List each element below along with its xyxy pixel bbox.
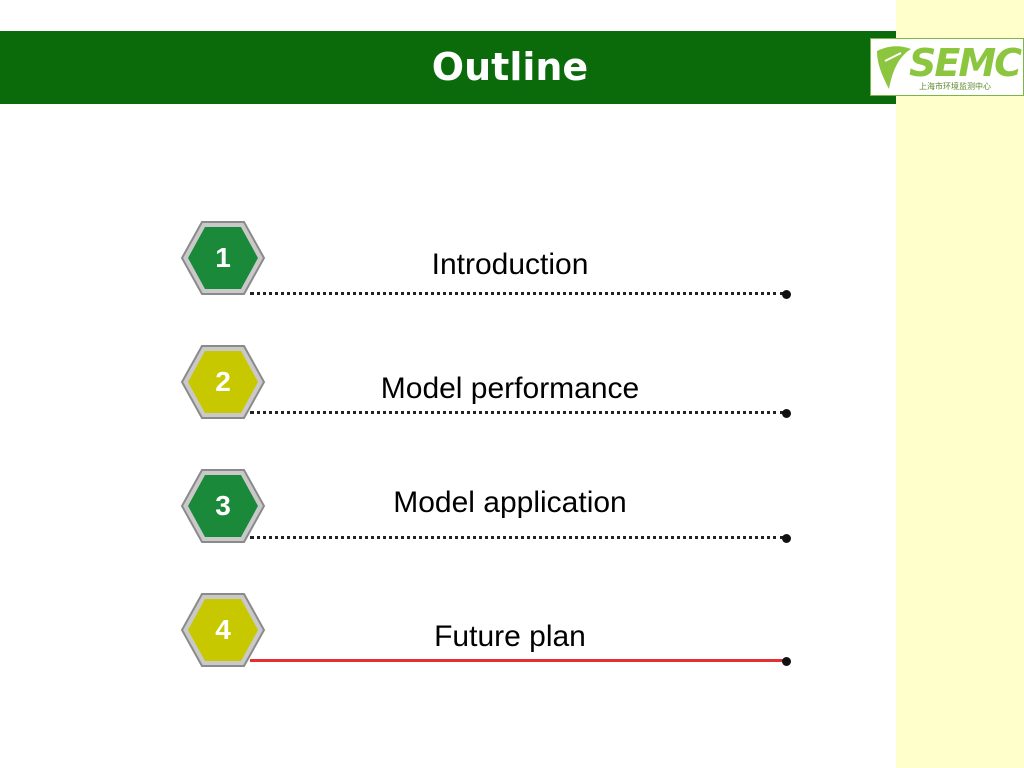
leaf-logo-icon [877, 46, 911, 89]
divider-end-dot [782, 657, 791, 666]
number-badge: 2 [180, 344, 266, 424]
dotted-divider [250, 536, 784, 539]
item-number: 4 [215, 614, 231, 645]
slide-title: Outline [431, 45, 589, 89]
item-label: Model performance [380, 372, 640, 405]
title-bar: Outline [0, 31, 896, 104]
number-badge: 4 [180, 592, 266, 672]
item-label: Future plan [434, 620, 586, 653]
item-number: 1 [215, 242, 231, 273]
item-number: 3 [215, 490, 231, 521]
dotted-divider [250, 411, 784, 414]
logo-subtitle: 上海市环境监测中心 [919, 82, 991, 91]
item-number: 2 [215, 366, 231, 397]
outline-item-model-performance: 2 Model performance [0, 344, 896, 434]
divider-end-dot [782, 290, 791, 299]
divider-end-dot [782, 534, 791, 543]
number-badge: 1 [180, 220, 266, 300]
outline-item-introduction: 1 Introduction [0, 220, 896, 310]
active-underline [250, 659, 784, 662]
divider-end-dot [782, 409, 791, 418]
outline-item-future-plan: 4 Future plan [0, 592, 896, 682]
semc-logo: SEMC 上海市环境监测中心 [870, 38, 1024, 96]
side-strip [896, 0, 1024, 768]
logo-letters: SEMC [909, 41, 1022, 85]
number-badge: 3 [180, 468, 266, 548]
outline-item-model-application: 3 Model application [0, 468, 896, 558]
dotted-divider [250, 292, 784, 295]
item-label: Introduction [431, 248, 589, 281]
item-label: Model application [393, 486, 627, 519]
